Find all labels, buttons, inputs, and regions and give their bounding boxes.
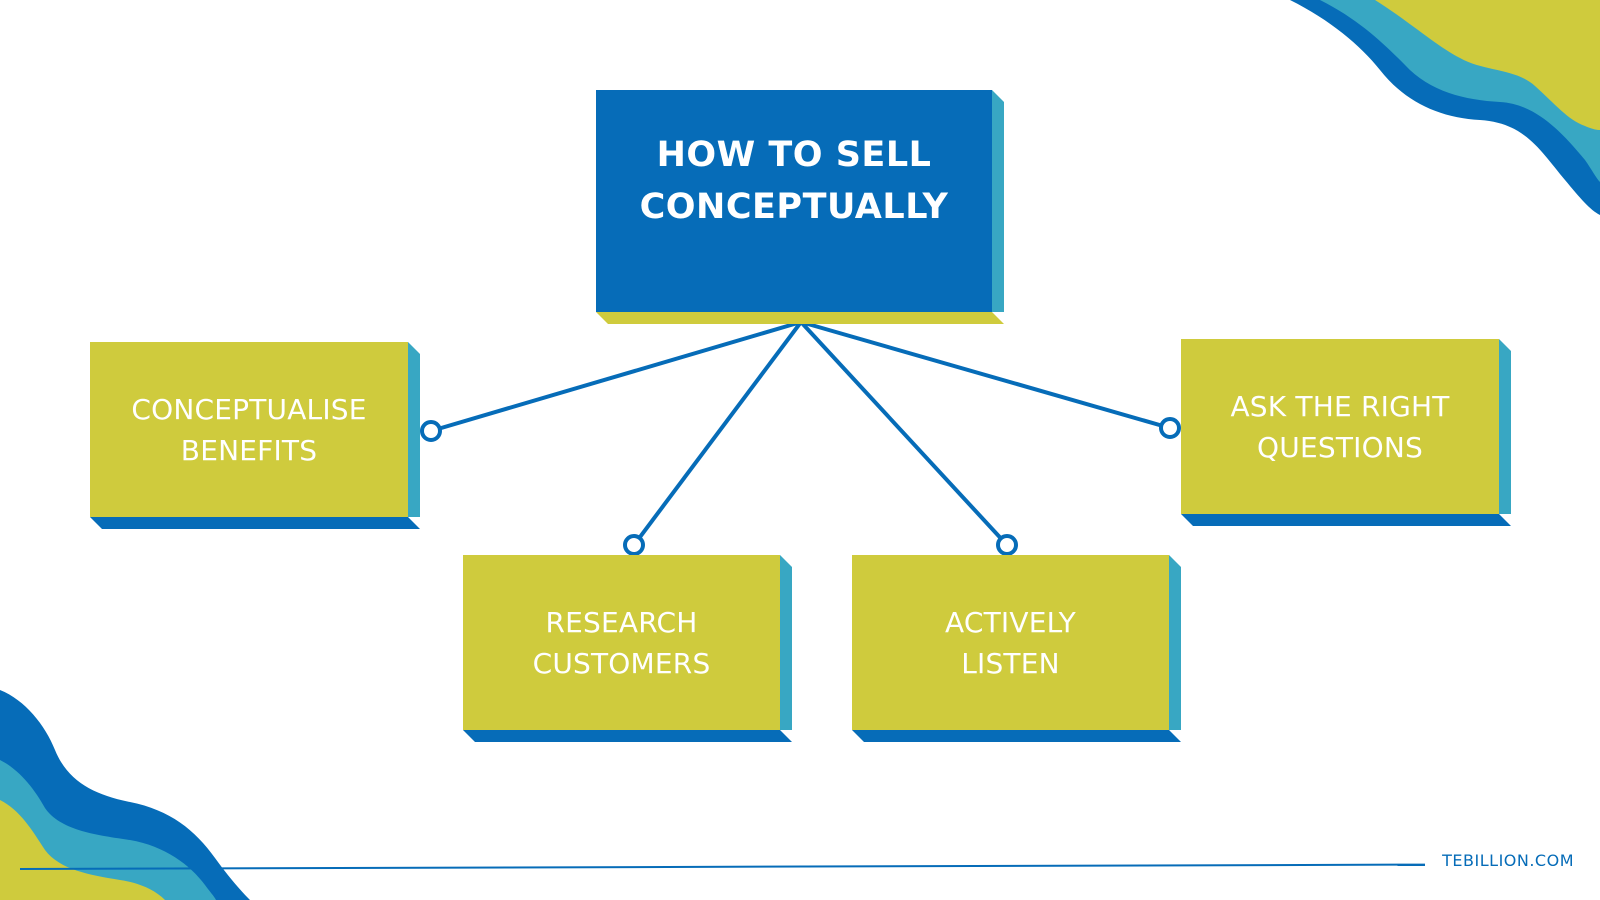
- node-side: [1169, 555, 1181, 730]
- node-actively-listen: ACTIVELY LISTEN: [852, 555, 1181, 742]
- node-label: CONCEPTUALISE BENEFITS: [115, 389, 382, 471]
- node-side: [408, 342, 420, 517]
- title-line-2: CONCEPTUALLY: [639, 187, 949, 227]
- node-label-line-2: QUESTIONS: [1257, 430, 1423, 464]
- node-bottom: [1181, 514, 1511, 526]
- node-label-line-1: ACTIVELY: [944, 605, 1076, 639]
- connector-endpoint-ask-right-questions: [1159, 417, 1181, 439]
- connector-to-conceptualise-benefits: [430, 320, 802, 433]
- title-box-side: [992, 90, 1004, 312]
- node-label-line-1: RESEARCH: [545, 605, 698, 639]
- connector-endpoint-conceptualise-benefits: [420, 420, 442, 442]
- node-label-line-2: BENEFITS: [180, 433, 318, 467]
- node-label: RESEARCH CUSTOMERS: [517, 602, 727, 684]
- node-label-line-2: CUSTOMERS: [532, 646, 711, 680]
- node-label-line-2: LISTEN: [961, 646, 1060, 680]
- node-side: [1499, 339, 1511, 514]
- node-front: ASK THE RIGHT QUESTIONS: [1181, 339, 1499, 514]
- node-front: CONCEPTUALISE BENEFITS: [90, 342, 408, 517]
- node-label: ACTIVELY LISTEN: [929, 602, 1092, 684]
- node-bottom: [463, 730, 792, 742]
- title-line-1: HOW TO SELL: [656, 135, 932, 175]
- node-front: RESEARCH CUSTOMERS: [463, 555, 780, 730]
- title-text: HOW TO SELL CONCEPTUALLY: [620, 129, 969, 233]
- connector-to-research-customers: [632, 320, 803, 547]
- node-side: [780, 555, 792, 730]
- node-bottom: [852, 730, 1181, 742]
- node-ask-right-questions: ASK THE RIGHT QUESTIONS: [1181, 339, 1511, 526]
- title-box-bottom: [596, 312, 1004, 324]
- title-box: HOW TO SELL CONCEPTUALLY: [596, 90, 1004, 324]
- title-box-front: HOW TO SELL CONCEPTUALLY: [596, 90, 992, 312]
- connector-endpoint-actively-listen: [996, 534, 1018, 556]
- node-research-customers: RESEARCH CUSTOMERS: [463, 555, 792, 742]
- connector-to-actively-listen: [799, 320, 1009, 547]
- node-label-line-1: CONCEPTUALISE: [131, 392, 367, 426]
- connector-endpoint-research-customers: [623, 534, 645, 556]
- node-label: ASK THE RIGHT QUESTIONS: [1214, 386, 1465, 468]
- connector-to-ask-right-questions: [800, 320, 1171, 430]
- node-front: ACTIVELY LISTEN: [852, 555, 1169, 730]
- footer-site-url: TEBILLION.COM: [1442, 851, 1574, 870]
- node-bottom: [90, 517, 420, 529]
- node-label-line-1: ASK THE RIGHT: [1230, 389, 1450, 423]
- node-conceptualise-benefits: CONCEPTUALISE BENEFITS: [90, 342, 420, 529]
